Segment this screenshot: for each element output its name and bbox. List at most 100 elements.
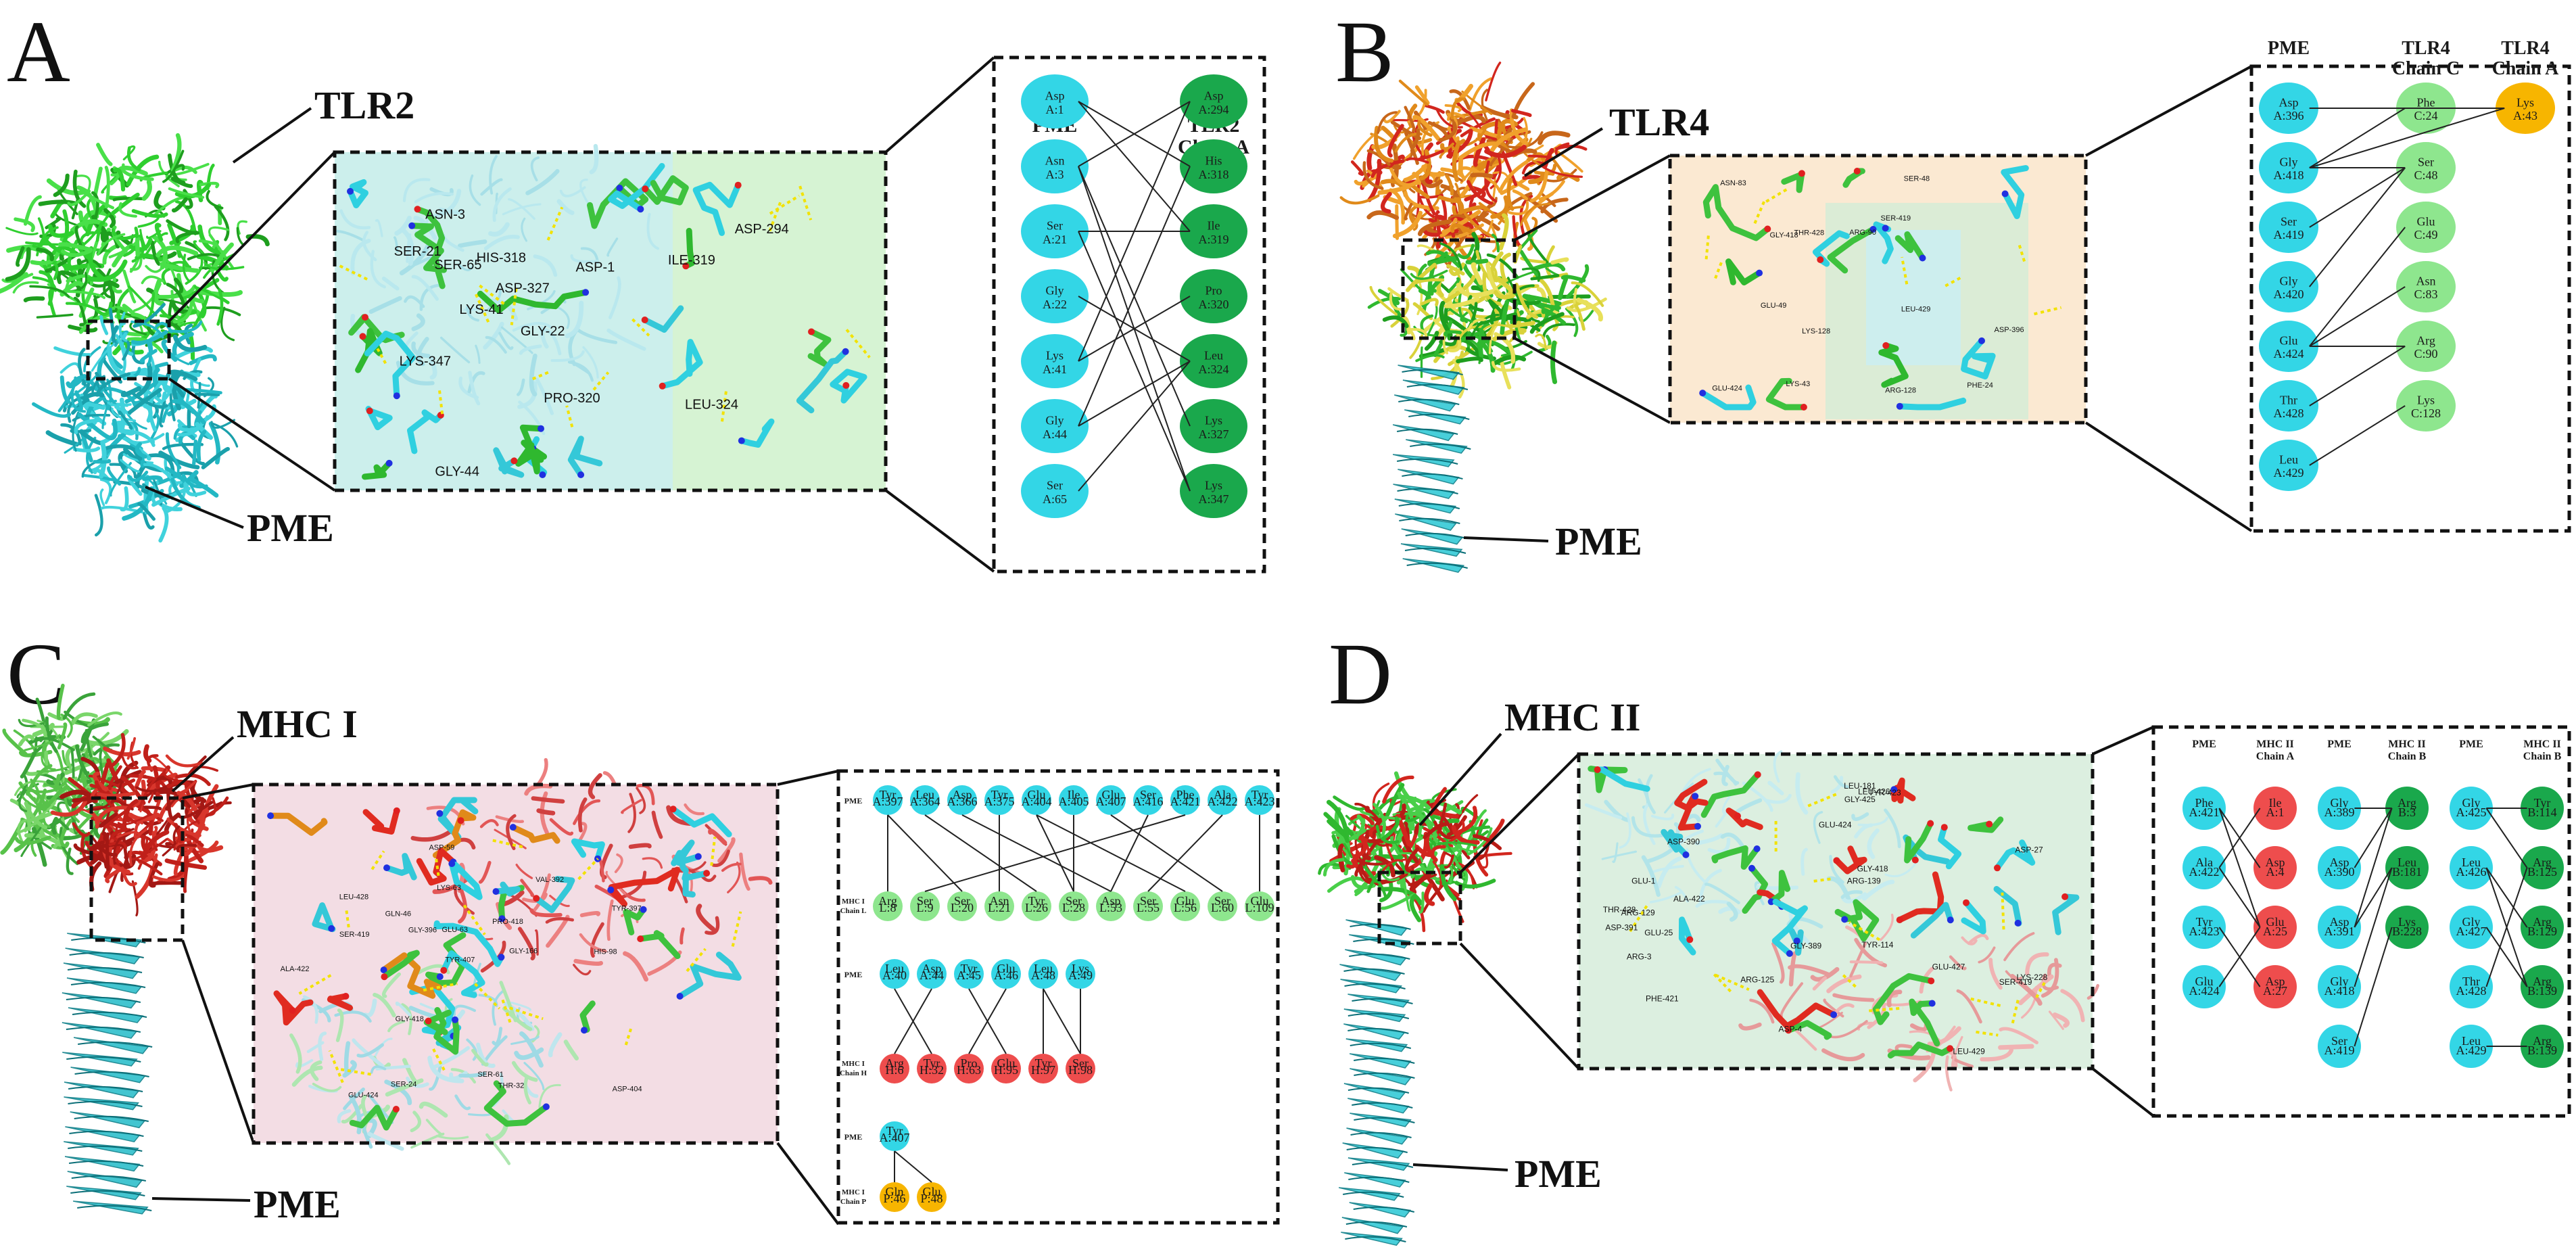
residue-id: A:420 <box>2274 287 2304 301</box>
interaction-line <box>2309 227 2406 347</box>
residue-id: A:426 <box>2456 865 2487 879</box>
residue-name: Glu <box>2280 333 2298 347</box>
network-leader-line <box>2091 1067 2155 1117</box>
receptor-leader-line <box>1418 732 1502 826</box>
residue-id: L:20 <box>951 901 974 914</box>
interaction-line <box>1036 814 1186 892</box>
residue-name: Gly <box>1046 413 1064 427</box>
network-column-header: Chain B <box>2388 751 2427 762</box>
residue-name: Asp <box>2279 95 2298 109</box>
residue-id: A:405 <box>1059 795 1089 808</box>
interaction-line <box>1043 988 1081 1054</box>
residue-label: LEU-181 <box>1844 781 1876 791</box>
panel-letter: C <box>7 626 66 723</box>
residue-id: A:320 <box>1199 298 1229 311</box>
residue-label: ARG-128 <box>1885 387 1916 395</box>
residue-name: Asp <box>952 788 972 801</box>
interaction-line <box>1036 814 1074 892</box>
residue-label: SER-24 <box>391 1081 417 1089</box>
residue-id: A:429 <box>2456 1044 2487 1057</box>
network-column-header: Chain A <box>2492 58 2560 79</box>
interaction-line <box>2354 808 2393 868</box>
interaction-line <box>1078 231 1191 492</box>
receptor-leader-line <box>232 107 312 164</box>
residue-label: GLY-418 <box>1769 231 1798 239</box>
residue-label: LYS-41 <box>459 302 503 317</box>
residue-label: GLY-425 <box>1844 795 1876 804</box>
residue-label: ARG-129 <box>1621 908 1655 918</box>
residue-name: Lys <box>1046 348 1064 362</box>
residue-name: Glu <box>997 1056 1016 1070</box>
receptor-label: TLR2 <box>314 83 414 127</box>
residue-id: P:46 <box>883 1192 905 1205</box>
residue-name: Leu <box>915 788 934 801</box>
residue-name: Leu <box>2462 1034 2481 1048</box>
residue-name: Tyr <box>924 1056 940 1070</box>
interaction-line <box>2309 167 2406 287</box>
network-box <box>2151 725 2571 1118</box>
tlr4-lower-cartoon <box>1367 213 1607 399</box>
residue-id: A:3 <box>1046 168 1064 181</box>
residue-name: Tyr <box>1251 788 1268 801</box>
interaction-line <box>1110 814 1149 892</box>
residue-id: A:423 <box>1245 795 1275 808</box>
residue-label: GLU-424 <box>1819 820 1852 829</box>
receptor-label: MHC II <box>1504 695 1640 739</box>
interaction-line <box>1078 101 1191 232</box>
residue-id: A:4 <box>2266 865 2285 879</box>
residue-label: LEU-428 <box>339 893 368 901</box>
network-column-header: MHC II <box>2523 739 2561 750</box>
interaction-line <box>1078 166 1191 427</box>
residue-name: Leu <box>1204 348 1223 362</box>
residue-name: Tyr <box>2196 915 2213 929</box>
residue-label: ASP-1 <box>575 260 615 275</box>
interaction-line <box>2485 927 2528 987</box>
residue-label: SER-65 <box>434 258 481 273</box>
zoom-box <box>1668 154 2088 425</box>
zoom-sticks <box>1699 165 2029 411</box>
residue-name: Asn <box>989 894 1009 908</box>
interaction-line <box>2218 867 2261 928</box>
interaction-line <box>2354 927 2393 1047</box>
network-column-header: Chain B <box>2523 751 2562 762</box>
residue-name: Asn <box>2416 274 2435 287</box>
residue-name: Glu <box>2266 915 2285 929</box>
interaction-line <box>2485 867 2528 928</box>
residue-name: Pro <box>960 1056 977 1070</box>
residue-label: GLY-389 <box>1790 941 1821 950</box>
residue-name: Phe <box>2195 796 2214 810</box>
zoom-leader-line <box>181 939 255 1144</box>
residue-label: ASP-390 <box>1667 837 1700 846</box>
residue-id: A:416 <box>1133 795 1164 808</box>
